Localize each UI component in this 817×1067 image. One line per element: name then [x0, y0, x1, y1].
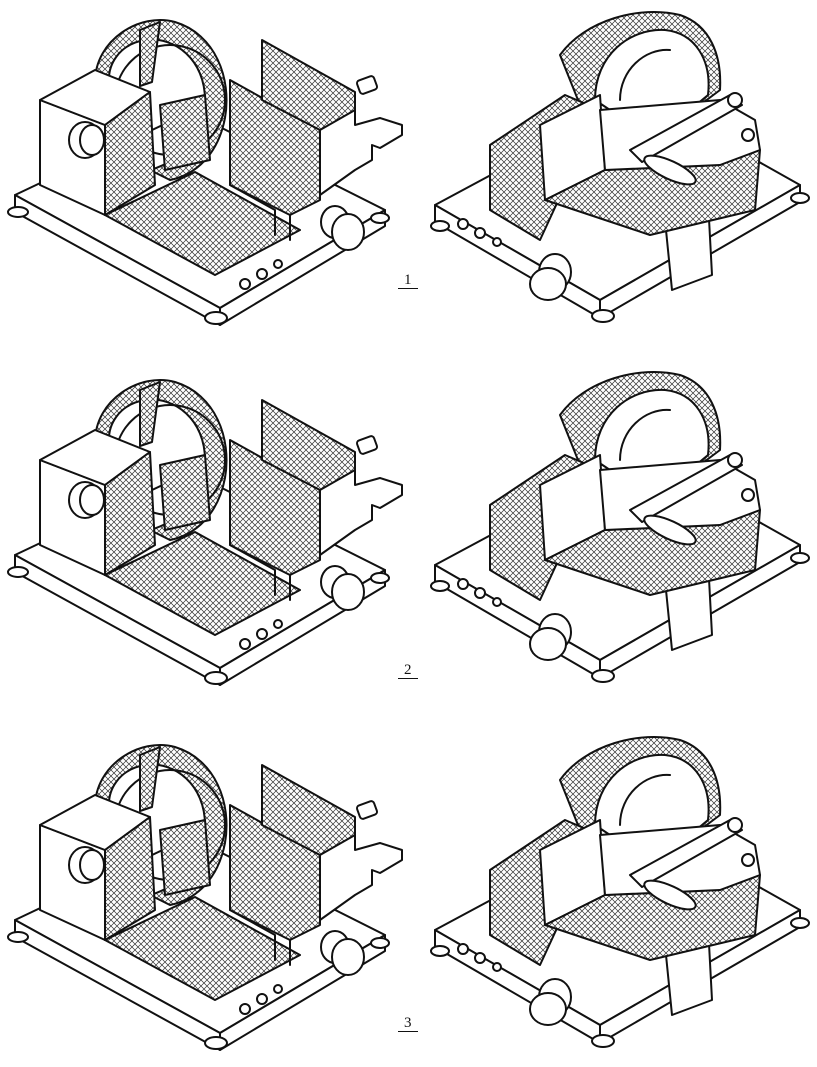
- figure-3-right-view: [430, 735, 810, 1048]
- figure-label-2: 2: [398, 662, 418, 679]
- figure-3-left-view: [7, 743, 403, 1051]
- figure-1-right-view: [430, 10, 810, 324]
- figure-2-right-view: [430, 370, 810, 683]
- figure-label-1: 1: [398, 272, 418, 289]
- figure-1-left-view: [7, 18, 403, 326]
- figure-2-left-view: [7, 378, 403, 686]
- figure-label-3: 3: [398, 1015, 418, 1032]
